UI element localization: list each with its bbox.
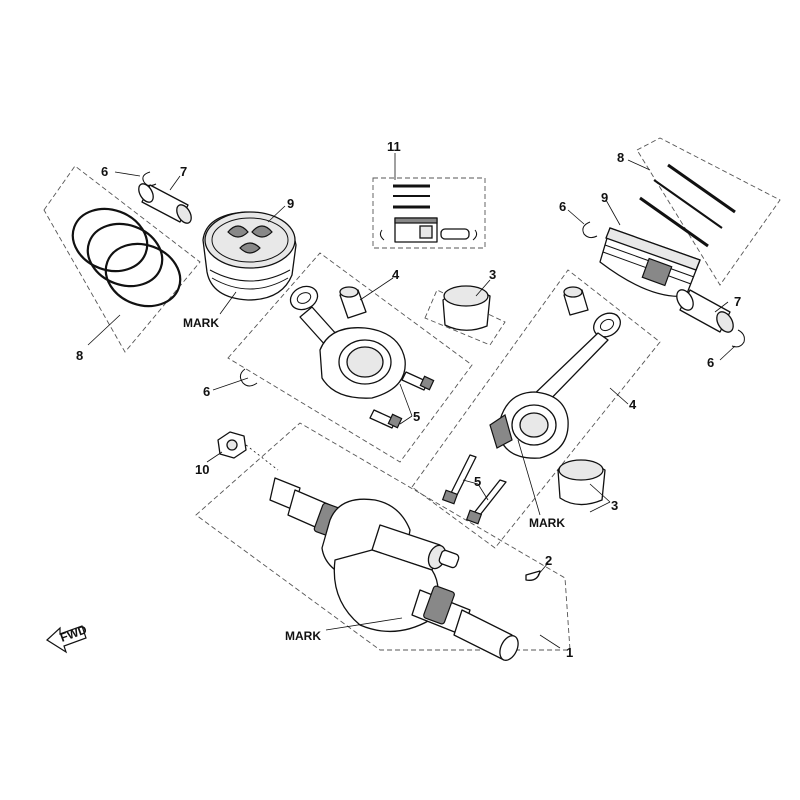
woodruff-key — [525, 570, 541, 581]
piston-left — [202, 211, 297, 301]
mark-label-crank: MARK — [285, 629, 321, 643]
bearing-shell-lower — [557, 459, 606, 506]
piston-pin-left — [138, 183, 192, 224]
connecting-rod-box-right — [411, 269, 661, 549]
callout-8-right: 8 — [617, 150, 624, 165]
crankshaft — [269, 477, 519, 661]
callout-7-left: 7 — [180, 164, 187, 179]
piston-right — [599, 227, 701, 298]
forward-arrow: FWD — [46, 622, 89, 654]
mark-label-piston: MARK — [183, 316, 219, 330]
callout-4-left: 4 — [392, 267, 400, 282]
circlip-right-top — [582, 221, 598, 239]
callout-7-right: 7 — [734, 294, 741, 309]
connecting-rod-box-left — [227, 252, 473, 463]
rod-bolts-right — [441, 454, 507, 525]
piston-ring-set-box-left — [43, 165, 201, 353]
callout-4-right: 4 — [629, 397, 637, 412]
callout-9-right: 9 — [601, 190, 608, 205]
connecting-rod-right — [489, 312, 621, 459]
callout-10: 10 — [195, 462, 209, 477]
callout-5-left: 5 — [413, 409, 420, 424]
callout-1: 1 — [566, 645, 573, 660]
bearing-shell-box — [424, 289, 506, 346]
bearing-shell-small-left — [339, 286, 367, 319]
piston-pin-right — [676, 289, 734, 333]
rod-bolts-left — [369, 371, 435, 429]
crank-nut — [217, 431, 279, 471]
callout-8-left: 8 — [76, 348, 83, 363]
callout-5-right: 5 — [474, 474, 481, 489]
piston-assembly-box — [372, 177, 486, 249]
callout-9-left: 9 — [287, 196, 294, 211]
piston-rings-right — [639, 163, 736, 248]
connecting-rod-left — [289, 285, 406, 399]
bearing-shell-small-right — [563, 286, 589, 316]
crankshaft-box — [195, 422, 571, 651]
leader-lines — [87, 153, 736, 649]
callout-6-left-top: 6 — [101, 164, 108, 179]
circlip-right-bottom — [731, 329, 745, 348]
bearing-shell-upper — [442, 285, 491, 331]
callout-2: 2 — [545, 553, 552, 568]
callout-11: 11 — [387, 139, 401, 154]
mark-label-rod: MARK — [529, 516, 565, 530]
callout-6-right-top: 6 — [559, 199, 566, 214]
callout-3-upper: 3 — [489, 267, 496, 282]
piston-ring-set-box-right — [636, 137, 781, 286]
callout-6-right-bottom: 6 — [707, 355, 714, 370]
piston-assembly-small — [379, 184, 478, 243]
callout-3-lower: 3 — [611, 498, 618, 513]
piston-rings-left — [71, 207, 182, 308]
circlip-left-bottom — [239, 368, 258, 387]
callout-6-left-bottom: 6 — [203, 384, 210, 399]
